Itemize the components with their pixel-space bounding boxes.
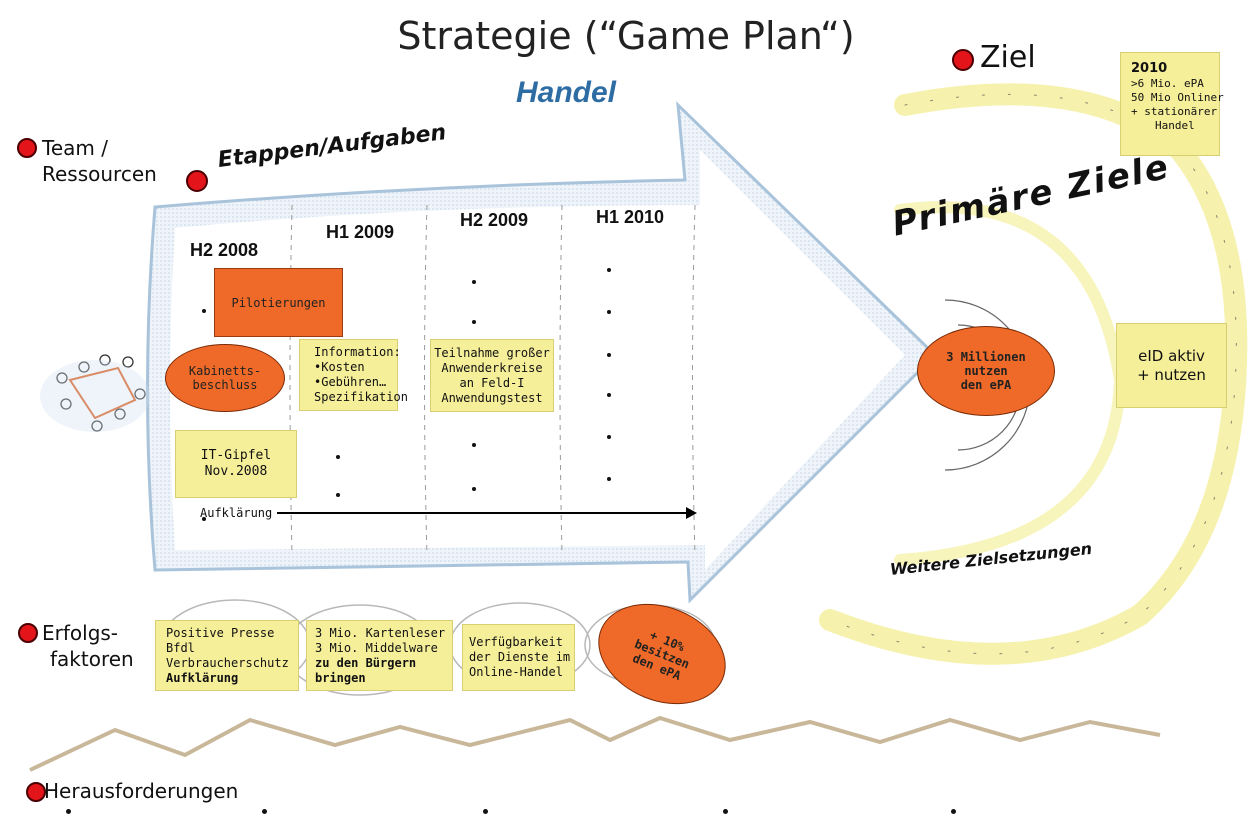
goal-2010-note: 2010 >6 Mio. ePA 50 Mio Onliner + statio…	[1120, 52, 1224, 156]
ziel-label: Ziel	[980, 40, 1036, 75]
pilotierungen-box: Pilotierungen	[214, 268, 343, 337]
stage-h1-2010: H1 2010	[596, 207, 665, 227]
challenge-dot	[262, 809, 267, 814]
success-factor-1: Positive Presse Bfdl Verbraucherschutz A…	[155, 620, 299, 691]
sf3-line3: Online-Handel	[469, 665, 563, 679]
kabinett-line2: beschluss	[192, 378, 258, 392]
itgipfel-line1: IT-Gipfel	[200, 447, 272, 463]
erfolg-label: Erfolgs- faktoren	[42, 620, 134, 672]
etappen-bullet-icon	[186, 170, 208, 192]
dot-marker	[607, 393, 611, 397]
dot-marker	[607, 353, 611, 357]
sf2-line2: 3 Mio. Middelware	[315, 641, 438, 655]
information-line2: •Kosten	[314, 360, 365, 374]
dot-marker	[336, 455, 340, 459]
challenge-dot	[723, 809, 728, 814]
heraus-bullet-icon	[26, 782, 46, 802]
itgipfel-line2: Nov.2008	[204, 464, 268, 479]
dot-marker	[202, 309, 206, 313]
challenge-dot	[66, 809, 71, 814]
sf1-line2: Bfdl	[166, 641, 195, 655]
target-line2: nutzen	[964, 364, 1008, 378]
goal-2010-year: 2010	[1131, 61, 1168, 76]
sf3-line2: der Dienste im	[469, 650, 571, 664]
sf1-line4: Aufklärung	[166, 671, 239, 685]
dot-marker	[607, 268, 611, 272]
stage-h2-2008: H2 2008	[190, 240, 259, 260]
goal-2010-line1: >6 Mio. ePA	[1131, 77, 1204, 91]
challenge-mountains	[29, 715, 1161, 772]
sf2-line4: bringen	[315, 671, 366, 685]
kabinett-line1: Kabinetts-	[188, 364, 262, 378]
dot-marker	[202, 517, 206, 521]
page-title: Strategie (“Game Plan“)	[397, 14, 855, 58]
dot-marker	[472, 280, 476, 284]
eid-line2: + nutzen	[1137, 365, 1206, 384]
goal-2010-line4: Handel	[1155, 118, 1195, 132]
teilnahme-line2: Anwenderkreise	[441, 360, 543, 375]
teilnahme-note: Teilnahme großer Anwenderkreise an Feld-…	[430, 339, 554, 412]
sf3-line1: Verfügbarkeit	[469, 635, 563, 649]
target-line3: den ePA	[960, 378, 1012, 392]
ziel-bullet-icon	[952, 49, 974, 71]
dot-marker	[472, 443, 476, 447]
dot-marker	[336, 493, 340, 497]
dot-marker	[472, 320, 476, 324]
dot-marker	[607, 435, 611, 439]
erfolg-bullet-icon	[18, 623, 38, 643]
kabinett-ellipse: Kabinetts- beschluss	[165, 344, 285, 412]
goal-2010-line2: 50 Mio Onliner	[1131, 91, 1224, 104]
itgipfel-note: IT-Gipfel Nov.2008	[175, 430, 297, 498]
subtitle-handel: Handel	[516, 76, 617, 109]
success-factor-3: Verfügbarkeit der Dienste im Online-Hand…	[462, 624, 575, 691]
dot-marker	[607, 310, 611, 314]
pilotierungen-text: Pilotierungen	[231, 295, 326, 310]
sf1-line1: Positive Presse	[166, 626, 275, 640]
erfolg-label-line1: Erfolgs-	[42, 621, 119, 645]
team-label-line2: Ressourcen	[42, 162, 157, 186]
heraus-label: Herausforderungen	[44, 779, 239, 803]
sf1-line3: Verbraucherschutz	[166, 656, 289, 670]
aufklaerung-label: Aufklärung	[200, 506, 273, 520]
information-note: Information: •Kosten •Gebühren… Spezifik…	[299, 339, 408, 411]
teilnahme-line3: an Feld-I	[459, 375, 525, 390]
target-center-ellipse: 3 Millionen nutzen den ePA	[917, 326, 1055, 416]
team-table-icon	[40, 354, 150, 432]
challenge-dot	[483, 809, 488, 814]
information-line4: Spezifikation	[314, 390, 408, 404]
erfolg-label-line2: faktoren	[50, 647, 134, 671]
goal-2010-line3: + stationärer	[1131, 104, 1218, 118]
dot-marker	[472, 487, 476, 491]
challenge-dot	[951, 809, 956, 814]
eid-line1: eID aktiv	[1138, 346, 1205, 365]
teilnahme-line4: Anwendungstest	[441, 390, 543, 405]
success-factor-2: 3 Mio. Kartenleser 3 Mio. Middelware zu …	[306, 620, 453, 691]
eid-note: eID aktiv + nutzen	[1116, 323, 1227, 408]
target-line1: 3 Millionen	[946, 350, 1026, 364]
team-label-line1: Team /	[42, 136, 108, 160]
stage-h1-2009: H1 2009	[326, 222, 395, 242]
team-bullet-icon	[17, 138, 37, 158]
teilnahme-line1: Teilnahme großer	[434, 345, 550, 360]
information-line3: •Gebühren…	[314, 375, 387, 389]
information-line1: Information:	[314, 345, 401, 359]
sf2-line3: zu den Bürgern	[315, 656, 417, 670]
team-label: Team / Ressourcen	[42, 135, 157, 187]
stage-h2-2009: H2 2009	[460, 210, 529, 230]
sf2-line1: 3 Mio. Kartenleser	[315, 626, 446, 640]
dot-marker	[607, 477, 611, 481]
